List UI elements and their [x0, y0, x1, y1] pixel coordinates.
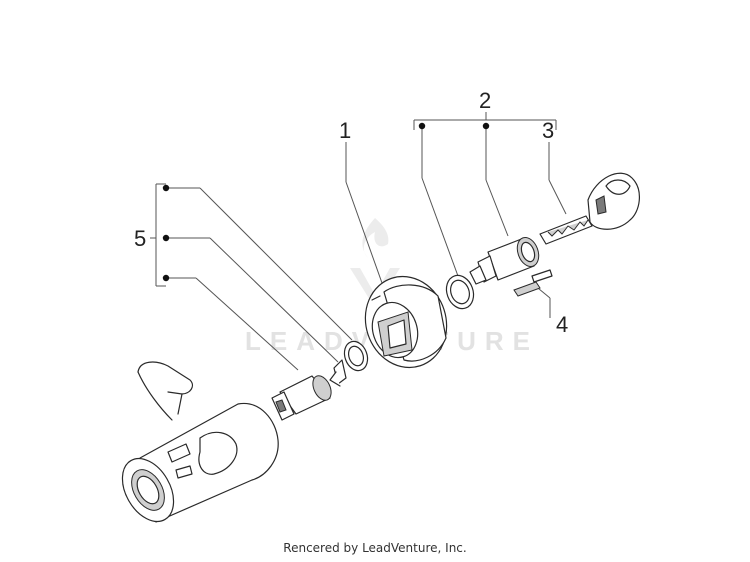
wire-spring [137, 361, 194, 421]
part-3-key [539, 172, 640, 245]
part-4-spring-strip [513, 269, 553, 297]
callout-1: 1 [339, 118, 351, 143]
leader-dots [162, 122, 490, 282]
callout-2: 2 [479, 88, 491, 113]
callout-4: 4 [556, 312, 568, 337]
part-2-ring [445, 274, 475, 310]
part-5-clip [329, 359, 347, 387]
callout-labels: 1 2 3 4 5 [134, 88, 568, 337]
part-1-lock-housing [364, 275, 448, 369]
part-2-lock-cylinder [469, 236, 540, 285]
leader-lines [150, 112, 567, 371]
footer-credit: Rencered by LeadVenture, Inc. [283, 541, 467, 555]
watermark-flame-logo [350, 218, 400, 300]
callout-3: 3 [542, 118, 554, 143]
part-5-washer [343, 340, 369, 372]
callout-5: 5 [134, 226, 146, 251]
handlebar-tube [121, 402, 279, 523]
part-5-actuator [271, 375, 332, 421]
